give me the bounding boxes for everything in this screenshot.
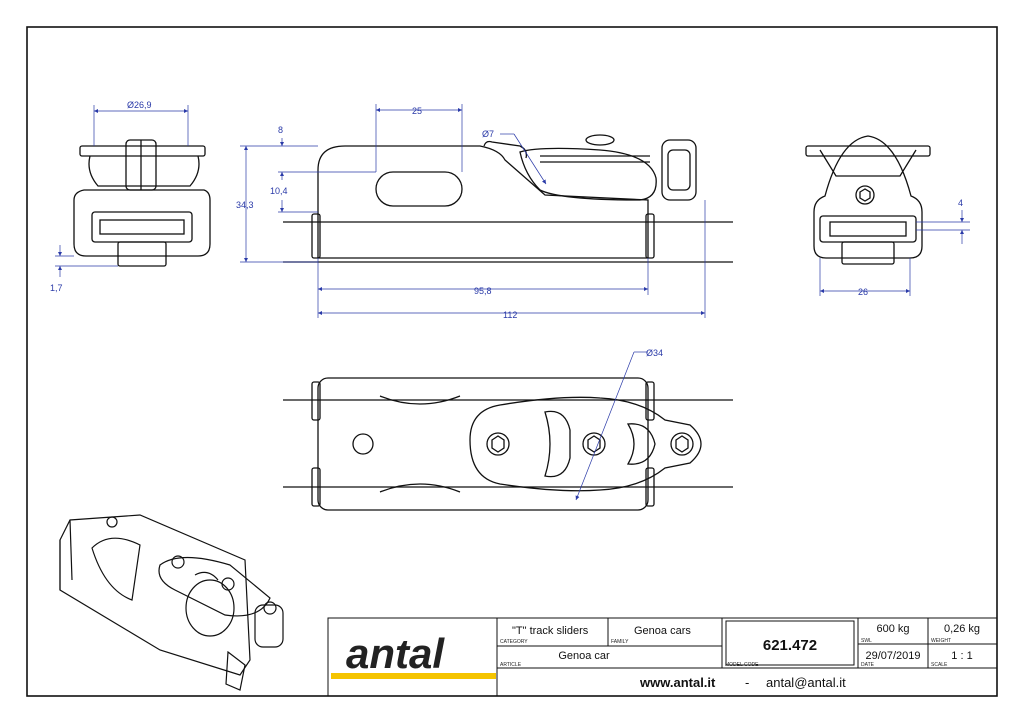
side-view-dims — [240, 104, 706, 318]
dim-height-8: 8 — [278, 125, 283, 135]
model-code-value: 621.472 — [763, 637, 817, 654]
weight-label: WEIGHT — [931, 638, 951, 644]
date-value: 29/07/2019 — [865, 650, 920, 662]
side-view — [283, 134, 733, 263]
model-code-label: MODEL CODE — [725, 662, 759, 668]
dim-sheave-diameter: Ø34 — [646, 348, 663, 358]
logo-text: antal — [346, 630, 445, 677]
scale-value: 1 : 1 — [951, 650, 972, 662]
category-value: "T" track sliders — [512, 625, 589, 637]
dim-end-width: 26 — [858, 287, 868, 297]
dim-pin-diameter: Ø7 — [482, 129, 494, 139]
swl-label: SWL — [861, 638, 872, 644]
dim-offset: 1,7 — [50, 283, 63, 293]
dim-overall-length: 112 — [503, 310, 517, 320]
front-view-dims — [55, 105, 189, 277]
dim-body-length: 95,8 — [474, 286, 492, 296]
end-view — [805, 135, 931, 265]
article-label: ARTICLE — [500, 662, 522, 668]
weight-value: 0,26 kg — [944, 623, 980, 635]
top-view — [283, 377, 733, 511]
family-value: Genoa cars — [634, 625, 691, 637]
title-block — [327, 617, 998, 697]
family-label: FAMILY — [611, 639, 629, 645]
dim-slot-width: 25 — [412, 106, 422, 116]
contact-separator: - — [745, 675, 749, 690]
dim-end-height: 4 — [958, 198, 963, 208]
end-view-dims — [819, 210, 970, 296]
article-value: Genoa car — [558, 650, 610, 662]
date-label: DATE — [861, 662, 875, 668]
front-view — [73, 139, 211, 267]
swl-value: 600 kg — [876, 623, 909, 635]
drawing-frame — [26, 26, 998, 697]
dim-height-total: 34,3 — [236, 200, 254, 210]
dim-height-10: 10,4 — [270, 186, 288, 196]
category-label: CATEGORY — [500, 639, 528, 645]
top-view-dims — [575, 351, 648, 501]
scale-label: SCALE — [931, 662, 948, 668]
dim-top-width: Ø26,9 — [127, 100, 152, 110]
email-link[interactable]: antal@antal.it — [766, 675, 846, 690]
website-link[interactable]: www.antal.it — [639, 675, 716, 690]
antal-logo: antal — [331, 630, 496, 679]
isometric-view — [59, 514, 284, 691]
logo-accent-bar — [331, 673, 496, 679]
